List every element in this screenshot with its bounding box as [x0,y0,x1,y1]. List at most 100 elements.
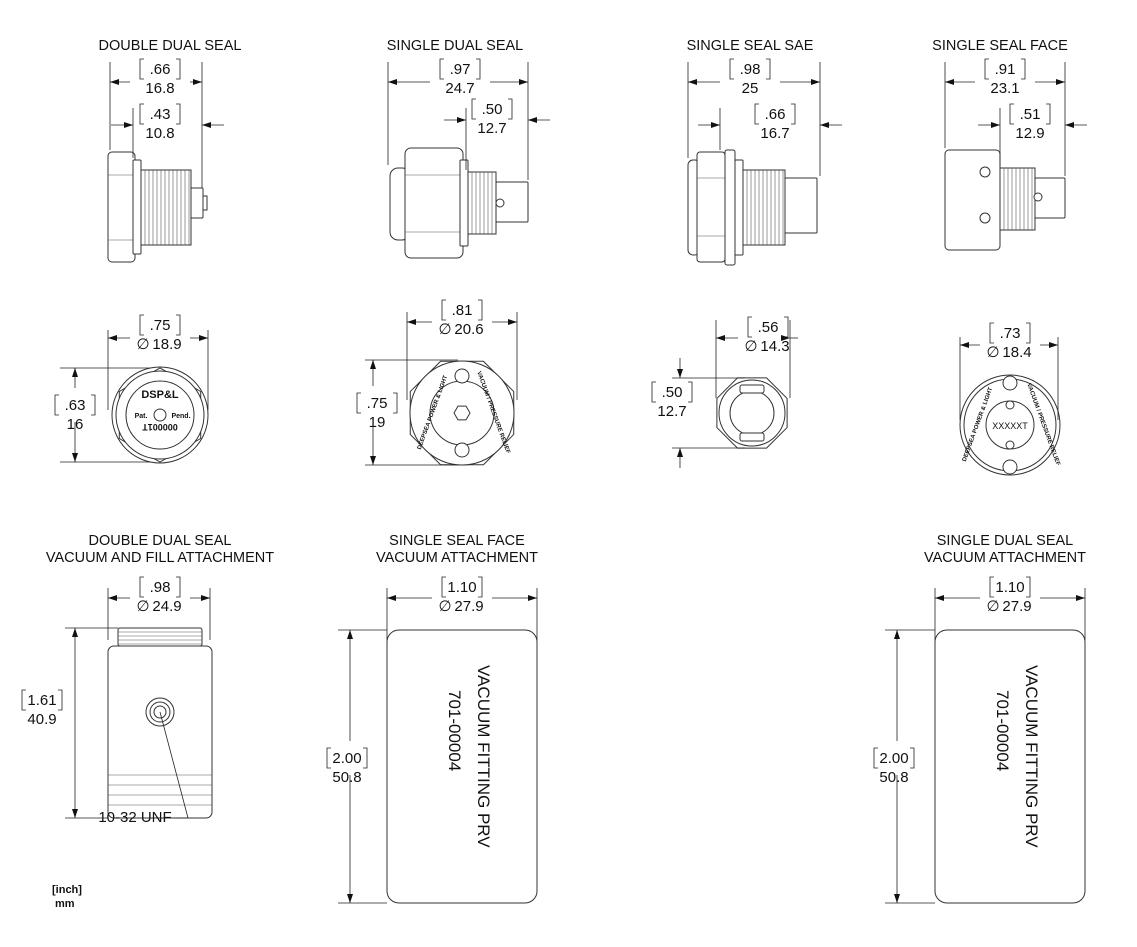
diameter-symbol: ∅ [438,598,451,615]
arrowhead-icon [193,79,202,85]
arrowhead-icon [347,894,353,903]
bracket [139,103,181,125]
thread-length-mm: 12.7 [477,120,506,137]
bracket [21,689,63,711]
view-subtitle: VACUUM AND FILL ATTACHMENT [46,550,274,566]
diameter-mm: 24.9 [152,598,181,615]
flange [734,159,744,256]
arrowhead-icon [108,595,117,601]
arrowhead-icon [820,122,829,128]
thread [117,627,203,647]
center-port [153,408,167,422]
diameter-mm: 27.9 [454,598,483,615]
tip [784,177,818,234]
port [1005,400,1015,410]
body [934,629,1086,904]
body [386,629,538,904]
view-title: SINGLE SEAL FACE [932,38,1068,54]
arrowhead-icon [199,335,208,341]
port-hole [495,198,505,208]
hole [454,442,470,458]
port-hole [1033,192,1043,202]
arrowhead-icon [711,122,720,128]
height-inch: 2.00 [879,750,908,767]
arrowhead-icon [991,122,1000,128]
hole [1002,459,1018,475]
diameter-mm: 18.9 [152,336,181,353]
marking-part-number: 701-00004 [445,690,464,771]
diameter-inch: .56 [758,319,779,336]
diameter-inch: .73 [1000,325,1021,342]
marking-part-name: VACUUM FITTING PRV [1022,665,1041,848]
arrowhead-icon [1049,342,1058,348]
arrowhead-icon [716,335,725,341]
diameter-mm: 27.9 [1002,598,1031,615]
height-inch: 1.61 [27,692,56,709]
diameter-symbol: ∅ [986,598,999,615]
arrowhead-icon [935,595,944,601]
arrowhead-icon [388,79,397,85]
arrowhead-icon [370,360,376,369]
arrowhead-icon [72,628,78,637]
height-inch: 2.00 [332,750,361,767]
arrowhead-icon [528,117,537,123]
overall-length-mm: 23.1 [990,80,1019,97]
bracket [139,314,181,336]
arrowhead-icon [508,319,517,325]
arrowhead-icon [1065,122,1074,128]
hex-body [404,147,464,259]
bracket [754,103,796,125]
hex-body [107,151,136,263]
arrowhead-icon [407,319,416,325]
diameter-symbol: ∅ [136,336,149,353]
arrowhead-icon [677,369,683,378]
view-title: SINGLE SEAL SAE [687,38,814,54]
marking-part-number: 701-00004 [993,690,1012,771]
inner-ring [729,390,775,436]
diameter-inch: 1.10 [995,579,1024,596]
bracket [326,747,368,769]
diameter-inch: .81 [452,302,473,319]
bracket [989,322,1031,344]
arrowhead-icon [1056,79,1065,85]
body [107,645,213,819]
bracket [873,747,915,769]
height-inch: .75 [367,395,388,412]
flange [132,159,142,255]
arrowhead-icon [201,595,210,601]
arrowhead-icon [72,453,78,462]
thread-length-mm: 12.9 [1015,125,1044,142]
engraving-left: Pat. [135,413,148,420]
leader-line [159,711,189,819]
body [944,149,1001,251]
bracket [984,58,1026,80]
arrowhead-icon [945,79,954,85]
bracket [139,58,181,80]
arrowhead-icon [124,122,133,128]
overall-length-inch: .91 [995,61,1016,78]
overall-length-mm: 25 [742,80,759,97]
arrowhead-icon [688,79,697,85]
thread-length-inch: .50 [482,101,503,118]
bracket [356,392,398,414]
tip [190,187,204,219]
diameter-mm: 20.6 [454,321,483,338]
slot [739,432,765,442]
arrowhead-icon [457,117,466,123]
engraving-serial: 000001T [142,422,178,432]
hex-body [696,151,726,263]
diameter-inch: .98 [150,579,171,596]
overall-length-inch: .98 [740,61,761,78]
view-title: DOUBLE DUAL SEAL [89,533,232,549]
bracket [139,576,181,598]
port [1005,440,1015,450]
view-title: DOUBLE DUAL SEAL [99,38,242,54]
